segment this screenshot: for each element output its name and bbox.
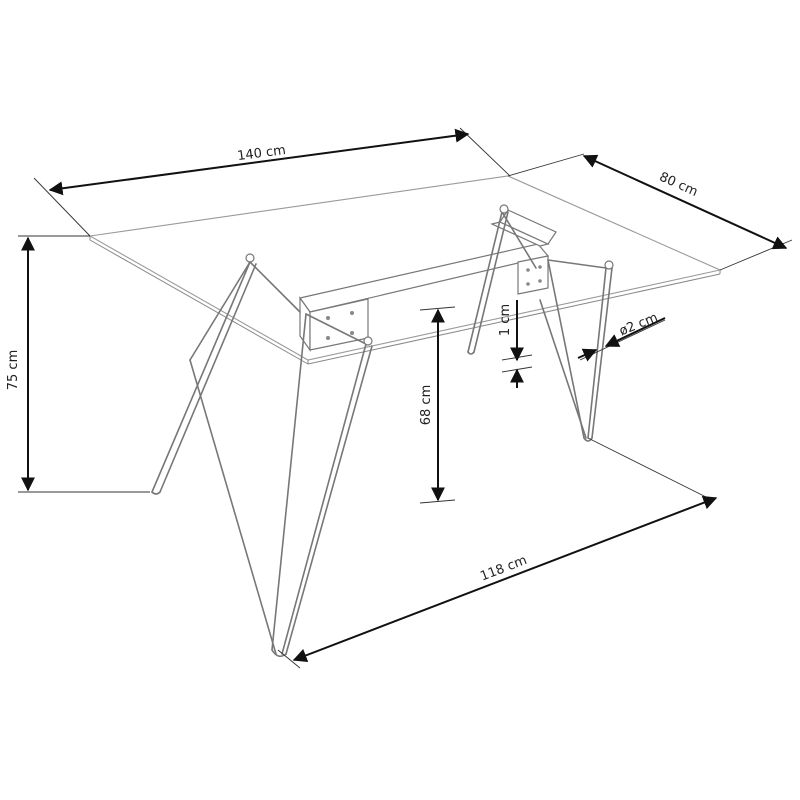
leg-back-left	[467, 204, 537, 355]
label-depth: 80 cm	[657, 170, 700, 200]
dim-leg-span-line	[292, 495, 718, 663]
label-length: 140 cm	[236, 143, 286, 164]
label-glass-thickness: 1 cm	[498, 304, 513, 336]
support-frame	[298, 209, 557, 352]
leg-front-left	[151, 253, 301, 495]
dimension-lines	[21, 128, 788, 663]
label-leg-diameter: ø2 cm	[617, 310, 660, 339]
dim-leg-diameter-right	[604, 317, 666, 347]
leg-back-right	[539, 259, 614, 442]
label-height: 75 cm	[6, 350, 21, 391]
dim-length-line	[48, 128, 470, 196]
extension-lines	[18, 127, 793, 669]
label-inner-height: 68 cm	[419, 385, 434, 426]
dim-depth-line	[582, 154, 788, 250]
dim-leg-diameter-left	[577, 348, 598, 362]
